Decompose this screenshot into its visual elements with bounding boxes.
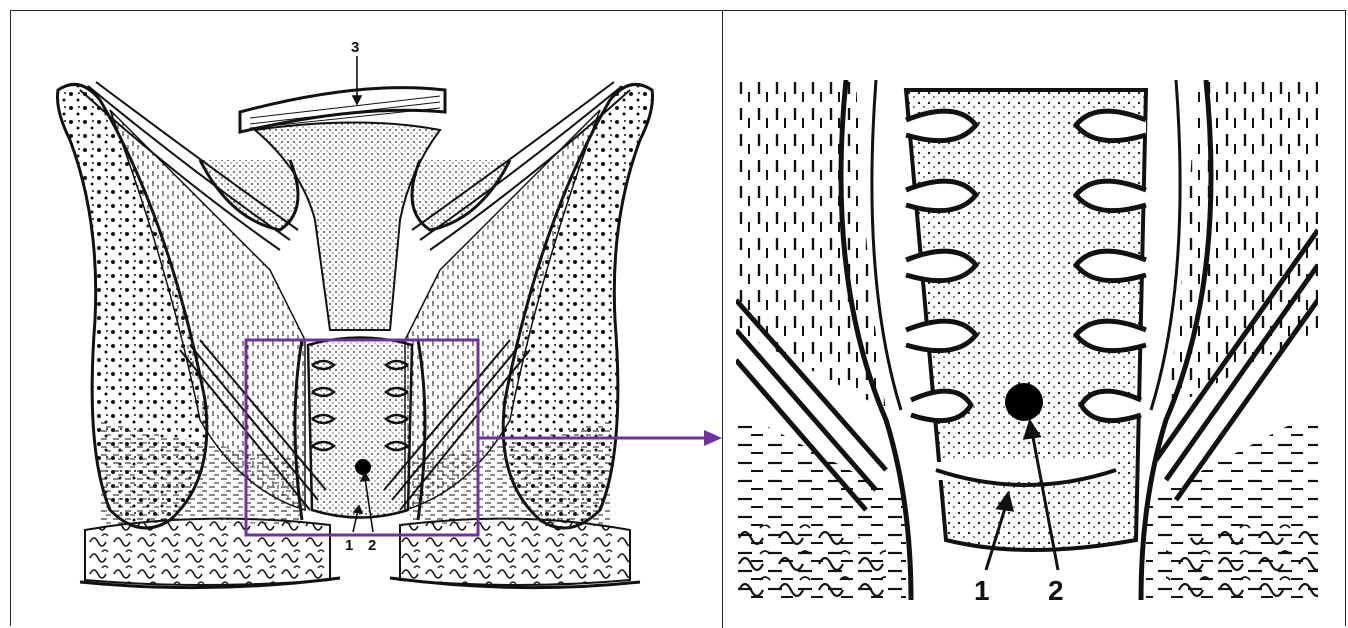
zoom-arrow	[478, 426, 728, 450]
dark-dot-marker	[355, 459, 371, 475]
skin-fat-region	[85, 519, 330, 585]
overview-label-2: 2	[368, 537, 376, 554]
overview-svg: 3 1 2	[40, 20, 690, 620]
skin-fat-region-right	[400, 519, 630, 585]
magnified-illustration: 1 2	[736, 80, 1318, 600]
zoom-label-2: 2	[1048, 575, 1064, 600]
zoom-label-1: 1	[974, 575, 990, 600]
overview-illustration: 3 1 2	[40, 20, 690, 620]
zoom-dark-dot-marker	[1005, 383, 1043, 421]
overview-label-1: 1	[345, 537, 353, 554]
overview-label-3: 3	[351, 39, 359, 56]
magnified-svg: 1 2	[736, 80, 1318, 600]
panel-divider	[722, 10, 723, 628]
label-3-arrow	[353, 56, 361, 104]
anal-canal	[308, 338, 412, 518]
